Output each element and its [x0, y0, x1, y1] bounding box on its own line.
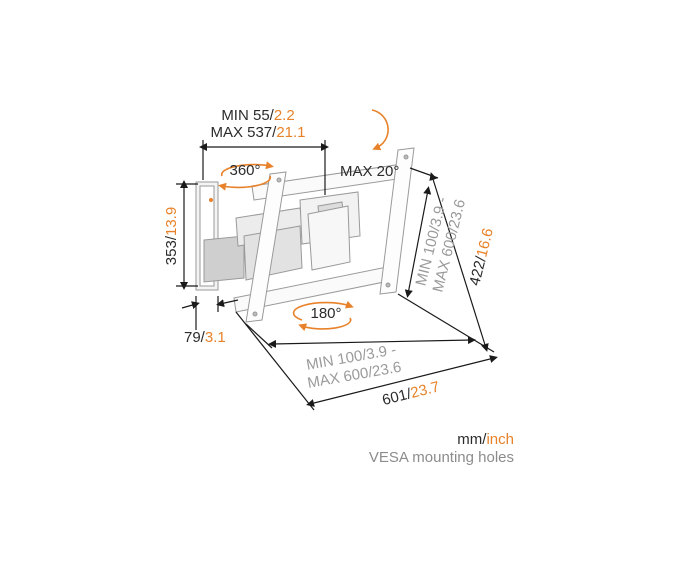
rotation-180-label: 180° [310, 305, 341, 322]
tilt-label: MAX 20° [340, 163, 399, 180]
dimension-lines [176, 140, 498, 411]
arm-lower [203, 235, 245, 283]
vertical-strip-right [379, 147, 415, 295]
vesa-legend: VESA mounting holes [369, 449, 514, 466]
labels: MIN 55/2.2 MAX 537/21.1 360° MAX 20° 180… [163, 107, 497, 409]
rotation-arrows [218, 109, 389, 332]
tilt-head [307, 205, 351, 271]
interface-height-line [429, 172, 489, 352]
interface-height-label: 422/16.6 [466, 227, 497, 288]
tilt-arrow-icon [371, 109, 389, 151]
vesa-vertical-line [404, 186, 432, 298]
units-legend: mm/inch [457, 431, 514, 448]
vertical-strip-left [245, 171, 287, 323]
rotation-360-label: 360° [229, 162, 260, 179]
rotation-360-arrow-icon [220, 161, 274, 177]
interface-width-label: 601/23.7 [381, 378, 442, 409]
interface-width-line [306, 355, 498, 407]
legend: mm/inch VESA mounting holes [369, 431, 514, 466]
depth-max-label: MAX 537/21.1 [210, 124, 305, 141]
depth-min-label: MIN 55/2.2 [221, 107, 294, 124]
mount-illustration [195, 147, 415, 323]
wall-plate-height-label: 353/13.9 [163, 207, 180, 265]
vesa-horizontal-line [268, 336, 476, 348]
vesa-vertical-label: MIN 100/3.9 - MAX 600/23.6 [413, 195, 469, 294]
wall-plate-depth-label: 79/3.1 [184, 329, 226, 346]
rotation-180-arrow-icon [292, 300, 354, 321]
